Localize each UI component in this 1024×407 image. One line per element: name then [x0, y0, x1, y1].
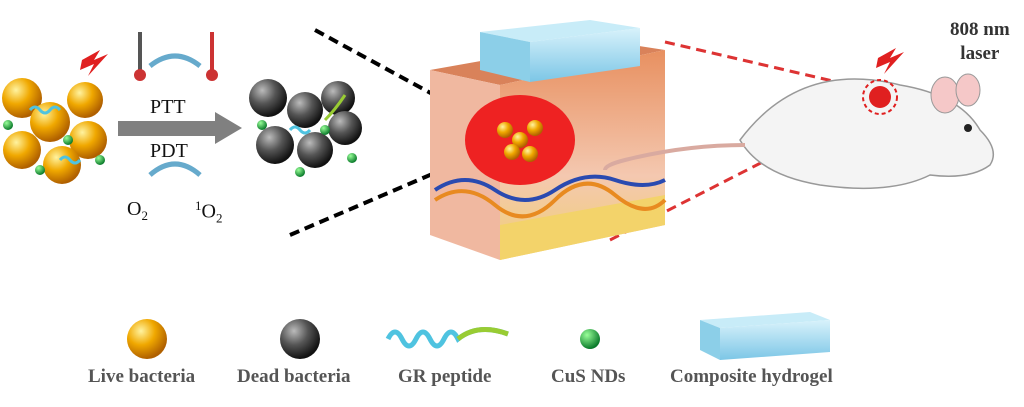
lightning-icon [80, 50, 108, 76]
legend-live-bacteria: Live bacteria [88, 366, 196, 387]
oxygen-label: O2 [127, 198, 148, 224]
singlet-oxygen-label: 1O2 [195, 198, 222, 227]
laser-spot [869, 86, 891, 108]
thermometer-icons [134, 32, 218, 177]
legend-cus-nds: CuS NDs [551, 366, 626, 387]
ptt-label: PTT [150, 96, 186, 118]
legend-gr-peptide: GR peptide [398, 366, 492, 387]
legend-dead-bacteria: Dead bacteria [237, 366, 351, 387]
pdt-label: PDT [150, 140, 188, 162]
dead-bacteria-legend-icon [280, 319, 320, 359]
mouse-illustration [603, 73, 995, 190]
legend-composite-hydrogel: Composite hydrogel [670, 366, 833, 387]
singlet-superscript: 1 [195, 198, 202, 213]
oxygen-text: O [127, 198, 142, 220]
singlet-subscript: 2 [215, 210, 223, 226]
dead-bacteria-cluster [249, 79, 362, 177]
hydrogel-patch [480, 20, 640, 42]
live-bacteria-cluster [2, 78, 107, 184]
laser-wavelength: 808 nm [950, 19, 1010, 40]
live-bacteria-legend-icon [127, 319, 167, 359]
laser-label: 808 nm laser [950, 18, 1010, 66]
skin-tissue-block [430, 20, 667, 260]
composite-hydrogel-legend-icon [700, 312, 830, 360]
singlet-text: O [201, 200, 216, 223]
laser-text: laser [960, 43, 1000, 64]
oxygen-subscript: 2 [141, 208, 148, 223]
laser-lightning-icon [876, 48, 904, 74]
process-arrow [118, 112, 242, 144]
cus-nds-legend-icon [580, 329, 600, 349]
